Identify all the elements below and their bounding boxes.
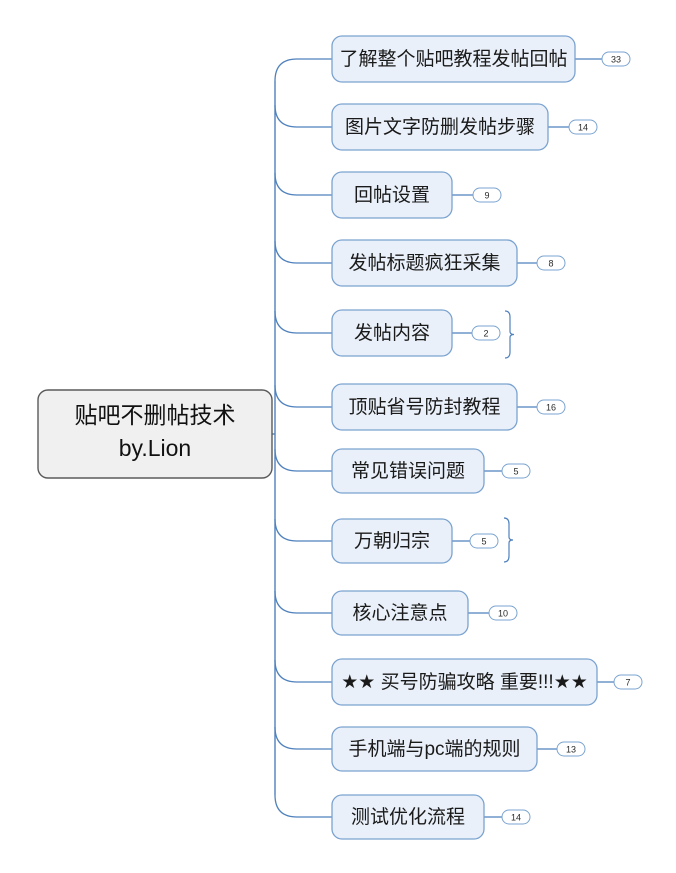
badge-pill[interactable]	[501, 463, 531, 479]
badge-pill[interactable]	[601, 51, 631, 67]
topic-node[interactable]: 手机端与pc端的规则	[331, 726, 538, 772]
topic-node[interactable]: 万朝归宗	[331, 518, 453, 564]
badge-pill[interactable]	[536, 399, 566, 415]
topic-count-badge[interactable]: 16	[536, 399, 566, 415]
root-box[interactable]	[37, 389, 273, 479]
branch-connector	[274, 448, 332, 472]
topic-node[interactable]: 核心注意点	[331, 590, 469, 636]
topic-count-badge[interactable]: 10	[488, 605, 518, 621]
topic-node[interactable]: 图片文字防删发帖步骤	[331, 103, 549, 151]
root-node-group[interactable]: 贴吧不删帖技术 by.Lion	[37, 389, 273, 479]
badge-count-text: 5	[513, 466, 518, 476]
topic-box[interactable]	[331, 590, 469, 636]
topic-box[interactable]	[331, 794, 485, 840]
topic-box[interactable]	[331, 448, 485, 494]
topic-label: 顶贴省号防封教程	[348, 396, 500, 418]
topic-count-badge[interactable]: 9	[472, 187, 502, 203]
badge-count-text: 9	[484, 190, 489, 200]
badge-pill[interactable]	[556, 741, 586, 757]
badge-count-text: 13	[566, 744, 576, 754]
badge-count-text: 5	[481, 536, 486, 546]
topic-node[interactable]: 常见错误问题	[331, 448, 485, 494]
branch-connector	[274, 58, 332, 82]
badge-count-text: 16	[546, 402, 556, 412]
topic-node[interactable]: 测试优化流程	[331, 794, 485, 840]
branch-connector	[274, 726, 332, 750]
badge-pill[interactable]	[469, 533, 499, 549]
badge-pill[interactable]	[472, 187, 502, 203]
branch-connector	[274, 384, 332, 408]
topic-box[interactable]	[331, 35, 576, 83]
branch-connector	[274, 172, 332, 196]
branch-connector	[274, 104, 332, 128]
topic-count-badge[interactable]: 2	[471, 325, 501, 341]
topic-node[interactable]: 顶贴省号防封教程	[331, 383, 518, 431]
topic-layer: 了解整个贴吧教程发帖回帖 33 图片文字防删发帖步骤 14 回帖设置 9 发帖标题疯狂采集 8…	[331, 35, 643, 840]
topic-node[interactable]: 回帖设置	[331, 171, 453, 219]
topic-label: 手机端与pc端的规则	[348, 738, 520, 760]
topic-label: 发帖标题疯狂采集	[348, 252, 500, 274]
topic-label: 核心注意点	[352, 602, 447, 624]
curly-brace-marker	[504, 310, 515, 359]
branch-connector	[274, 794, 332, 818]
badge-count-text: 8	[548, 258, 553, 268]
topic-box[interactable]	[331, 658, 598, 706]
root-title-line2: by.Lion	[119, 435, 191, 461]
topic-box[interactable]	[331, 383, 518, 431]
branch-connector	[274, 518, 332, 542]
root-title-line1: 贴吧不删帖技术	[75, 402, 236, 428]
topic-count-badge[interactable]: 14	[501, 809, 531, 825]
badge-pill[interactable]	[501, 809, 531, 825]
badge-pill[interactable]	[613, 674, 643, 690]
badge-pill[interactable]	[471, 325, 501, 341]
topic-node[interactable]: 发帖标题疯狂采集	[331, 239, 518, 287]
topic-node[interactable]: ★★ 买号防骗攻略 重要!!!★★	[331, 658, 598, 706]
topic-box[interactable]	[331, 309, 453, 357]
badge-count-text: 2	[483, 328, 488, 338]
topic-box[interactable]	[331, 726, 538, 772]
topic-label: 常见错误问题	[351, 460, 465, 482]
topic-label: 回帖设置	[354, 184, 430, 206]
brace-layer	[503, 310, 515, 563]
topic-label: ★★ 买号防骗攻略 重要!!!★★	[341, 671, 588, 693]
badge-count-text: 14	[578, 122, 588, 132]
branch-connector	[274, 659, 332, 683]
badge-count-text: 7	[625, 677, 630, 687]
branch-connector	[274, 310, 332, 334]
topic-count-badge[interactable]: 33	[601, 51, 631, 67]
topic-box[interactable]	[331, 103, 549, 151]
badge-count-text: 14	[511, 812, 521, 822]
topic-count-badge[interactable]: 14	[568, 119, 598, 135]
curly-brace-marker	[503, 517, 514, 563]
topic-count-badge[interactable]: 5	[469, 533, 499, 549]
topic-count-badge[interactable]: 7	[613, 674, 643, 690]
branch-connector	[274, 240, 332, 264]
badge-count-text: 10	[498, 608, 508, 618]
badge-count-text: 33	[611, 54, 621, 64]
topic-node[interactable]: 发帖内容	[331, 309, 453, 357]
badge-pill[interactable]	[568, 119, 598, 135]
topic-box[interactable]	[331, 171, 453, 219]
topic-count-badge[interactable]: 5	[501, 463, 531, 479]
connector-layer	[272, 58, 614, 818]
topic-count-badge[interactable]: 8	[536, 255, 566, 271]
badge-pill[interactable]	[536, 255, 566, 271]
topic-box[interactable]	[331, 239, 518, 287]
topic-label: 图片文字防删发帖步骤	[345, 116, 535, 138]
topic-label: 了解整个贴吧教程发帖回帖	[339, 48, 567, 70]
badge-pill[interactable]	[488, 605, 518, 621]
topic-count-badge[interactable]: 13	[556, 741, 586, 757]
topic-label: 发帖内容	[354, 322, 430, 344]
topic-label: 万朝归宗	[354, 530, 430, 552]
topic-node[interactable]: 了解整个贴吧教程发帖回帖	[331, 35, 576, 83]
topic-label: 测试优化流程	[351, 806, 465, 828]
topic-box[interactable]	[331, 518, 453, 564]
branch-connector	[274, 590, 332, 614]
